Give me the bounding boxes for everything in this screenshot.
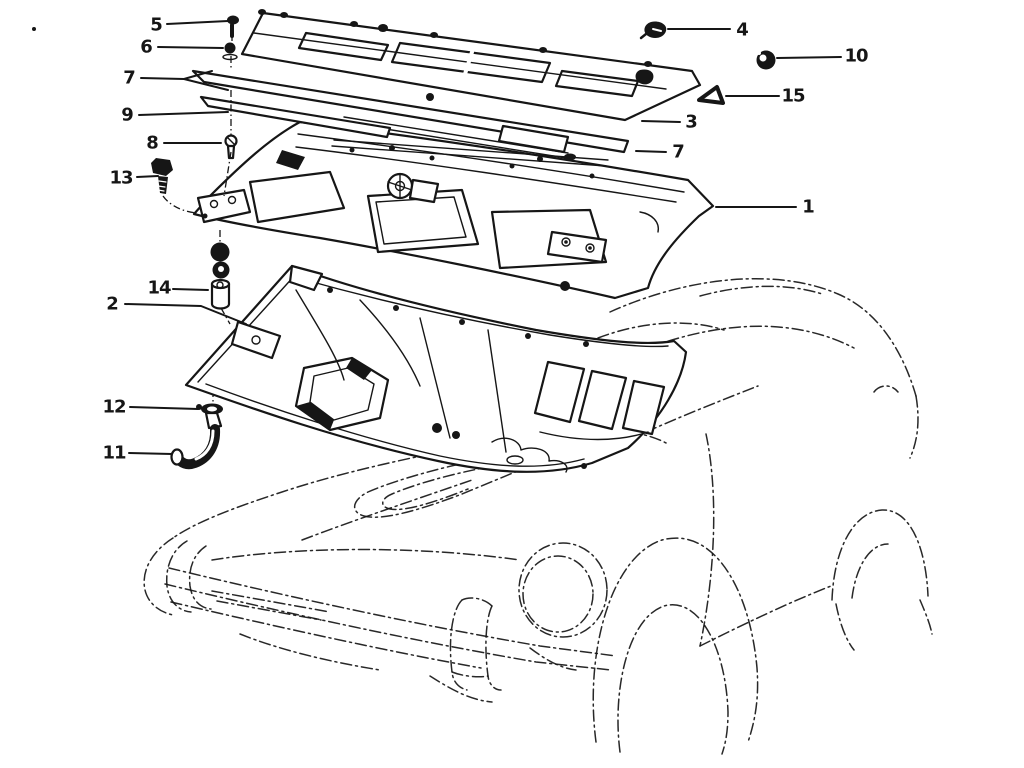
part-callout-1: 1 [715, 197, 815, 218]
leader-line-3 [641, 120, 681, 123]
bolt-6 [222, 42, 238, 61]
vent-grate [390, 41, 552, 84]
leader-line-12 [129, 406, 199, 410]
part-callout-15: 15 [725, 86, 806, 107]
grommet-10 [756, 50, 776, 70]
bumper-overrider [449, 599, 468, 691]
wiper-linkage-rail [331, 145, 607, 167]
part-number-5: 5 [150, 15, 162, 36]
part-callout-6: 6 [140, 37, 224, 58]
screw-5 [227, 15, 239, 38]
vent-grate [297, 31, 390, 62]
part-number-2: 2 [106, 294, 118, 315]
assembly-axis-lines [223, 34, 233, 197]
part-callout-2: 2 [106, 294, 247, 325]
part-number-8: 8 [146, 133, 158, 154]
sealing-rubber-9 [199, 95, 392, 139]
part-number-1: 1 [802, 197, 814, 218]
vent-grate [554, 69, 640, 98]
part-number-6: 6 [140, 37, 152, 58]
scan-speck [32, 27, 36, 31]
leader-line-13 [136, 175, 159, 178]
rear-wheel-arch [831, 509, 929, 601]
vent-slat [533, 360, 586, 424]
part-number-14: 14 [147, 278, 171, 299]
leader-line-2 [124, 303, 247, 325]
part-callout-4: 4 [667, 20, 749, 41]
part-number-7-left: 7 [123, 68, 135, 89]
front-bumper [168, 567, 617, 657]
part-callout-10: 10 [776, 46, 869, 67]
installed-clip [635, 69, 654, 85]
corner-bracket [196, 188, 252, 224]
part-callout-14: 14 [147, 278, 209, 299]
front-wheel-arch [592, 537, 759, 743]
leader-line-5 [166, 20, 229, 25]
part-number-10: 10 [844, 46, 868, 67]
part-number-11: 11 [102, 443, 126, 464]
left-headlight-bezel [165, 540, 192, 613]
part-number-12: 12 [102, 397, 125, 418]
part-callout-12: 12 [102, 397, 199, 418]
headlight [518, 542, 608, 638]
bolt-13 [151, 158, 198, 214]
leader-line-10 [776, 56, 842, 59]
part-callout-5: 5 [150, 15, 229, 36]
hood-scoop [354, 451, 521, 518]
part-callout-7-right: 7 [635, 142, 685, 163]
part-callout-11: 11 [102, 443, 173, 464]
part-number-4: 4 [736, 20, 748, 41]
leader-line-11 [128, 452, 173, 455]
part-callout-3: 3 [641, 112, 698, 133]
leader-line-7-right [635, 150, 667, 153]
vent-slat [621, 379, 666, 436]
part-callout-13: 13 [109, 168, 159, 189]
leader-line-7-left [183, 70, 213, 80]
clip-15 [697, 85, 725, 105]
leader-line-6 [157, 46, 224, 49]
car-body-outline [143, 278, 933, 755]
cowl-top-panel-1 [192, 120, 715, 300]
part-number-13: 13 [109, 168, 133, 189]
leader-line-14 [172, 288, 209, 291]
ventilator-grille-3 [240, 9, 702, 122]
part-number-15: 15 [781, 86, 805, 107]
door-cut-line [699, 433, 715, 647]
panel-opening [248, 170, 346, 224]
part-callout-9: 9 [121, 105, 229, 126]
front-wheel [617, 604, 729, 755]
part-number-9: 9 [121, 105, 133, 126]
part-number-7-right: 7 [672, 142, 684, 163]
part-callout-8: 8 [146, 133, 222, 154]
part-callout-7-left: 7 [123, 68, 229, 91]
dash-lower-panel-2 [184, 264, 688, 473]
door-handle [873, 385, 899, 393]
part-number-3: 3 [685, 112, 697, 133]
drain-connector-12 [196, 403, 223, 430]
vent-slat [577, 369, 628, 431]
drain-hose-elbow-11 [170, 424, 221, 470]
hood-bumper-stack-14 [210, 230, 231, 325]
rear-deck-line [609, 278, 917, 397]
leader-line-9 [138, 111, 229, 116]
wiper-motor-boss [386, 172, 440, 204]
clip-4 [639, 21, 667, 40]
